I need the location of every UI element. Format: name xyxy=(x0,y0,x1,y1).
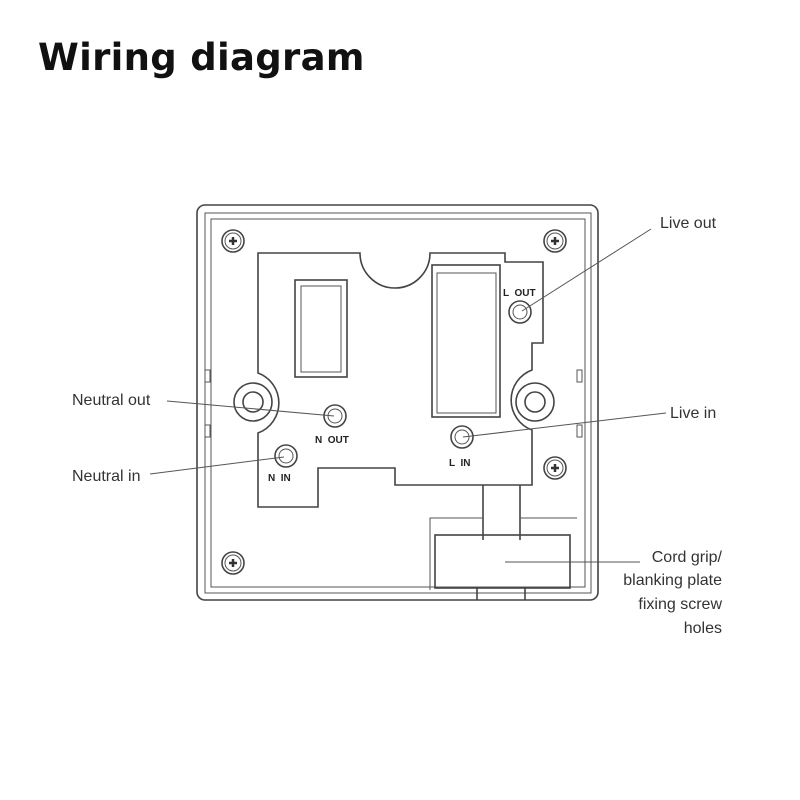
screw-icon xyxy=(221,551,245,575)
terminal-label-l-in: L IN xyxy=(449,458,470,469)
terminal-n-in xyxy=(274,444,298,468)
screw-icon xyxy=(543,229,567,253)
terminal-label-n-in: N IN xyxy=(268,473,291,484)
terminal-label-l-out: L OUT xyxy=(503,288,536,299)
terminal-n-out xyxy=(323,404,347,428)
switch-left xyxy=(294,279,348,378)
callout-neutral-out: Neutral out xyxy=(72,392,151,409)
page-title: Wiring diagram xyxy=(38,36,365,79)
callout-live-out: Live out xyxy=(660,215,717,232)
mounting-hole xyxy=(515,382,555,422)
terminal-plate xyxy=(257,252,544,508)
svg-text:fixing screw: fixing screw xyxy=(638,596,722,613)
terminal-label-n-out: N OUT xyxy=(315,435,349,446)
terminal-l-out xyxy=(508,300,532,324)
screw-icon xyxy=(543,456,567,480)
leader-lines xyxy=(149,228,667,563)
terminal-l-in xyxy=(450,425,474,449)
inner-frame xyxy=(204,212,592,594)
callout-live-in: Live in xyxy=(670,405,716,422)
svg-text:Cord grip/: Cord grip/ xyxy=(652,549,723,566)
callout-cord-grip: Cord grip/ blanking plate fixing screw h… xyxy=(623,549,722,637)
svg-text:holes: holes xyxy=(684,620,722,637)
callout-neutral-in: Neutral in xyxy=(72,468,140,485)
outer-frame xyxy=(196,204,599,601)
screw-icon xyxy=(221,229,245,253)
svg-text:blanking plate: blanking plate xyxy=(623,572,722,589)
switch-right xyxy=(431,264,501,418)
mounting-hole xyxy=(233,382,273,422)
